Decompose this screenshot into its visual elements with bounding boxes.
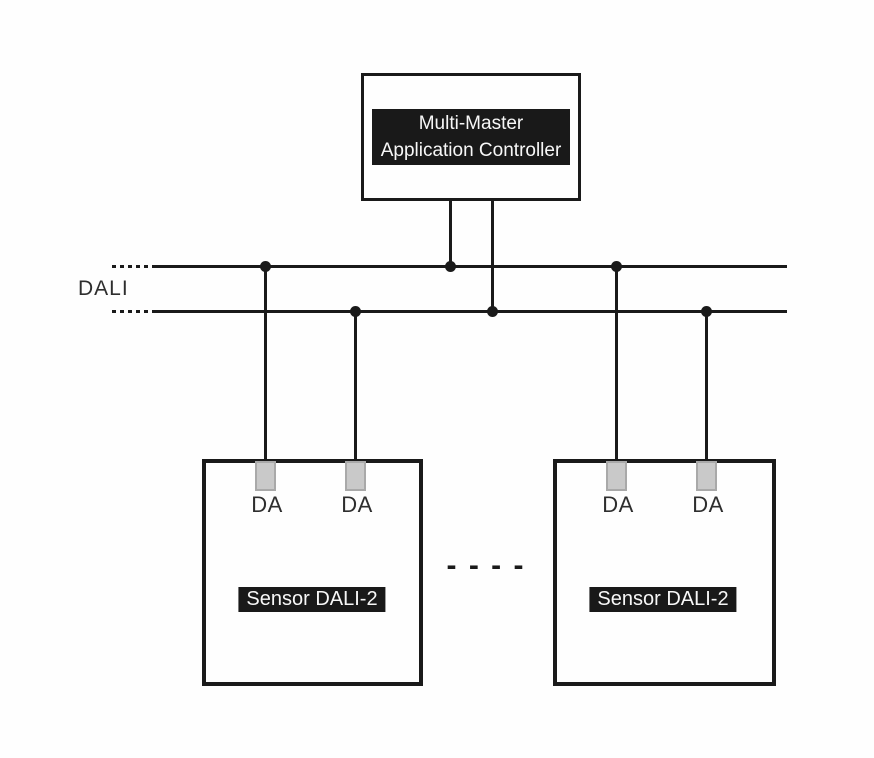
bus-top-line-dotted <box>112 265 156 268</box>
sensor2-wire-right <box>705 311 708 461</box>
sensor2-terminal-left <box>606 461 627 491</box>
controller-label-line1: Multi-Master <box>418 113 524 134</box>
sensor1-terminal-left-label: DA <box>251 492 283 517</box>
controller-wire-left <box>449 200 452 268</box>
sensor2-wire-left <box>615 266 618 461</box>
sensor2-terminal-right <box>696 461 717 491</box>
sensor1-terminal-right <box>345 461 366 491</box>
sensor1-wire-left <box>264 266 267 461</box>
sensor1-label: Sensor DALI-2 <box>238 587 386 612</box>
sensor1-box <box>202 459 423 686</box>
controller-box: Multi-Master Application Controller <box>361 73 581 201</box>
sensor2-label: Sensor DALI-2 <box>589 587 737 612</box>
controller-label: Multi-Master Application Controller <box>371 109 571 165</box>
bus-bottom-line <box>155 310 787 313</box>
sensor1-wire-right <box>354 311 357 461</box>
dali-bus-label: DALI <box>78 277 129 300</box>
sensor2-terminal-right-label: DA <box>692 492 724 517</box>
sensor1-terminal-right-label: DA <box>341 492 373 517</box>
sensor2-terminal-left-label: DA <box>602 492 634 517</box>
sensor2-box <box>553 459 776 686</box>
controller-label-line2: Application Controller <box>380 140 562 161</box>
sensor1-terminal-left <box>255 461 276 491</box>
junction-dot <box>445 261 456 272</box>
ellipsis-dashes: - - - - <box>446 549 526 582</box>
junction-dot <box>487 306 498 317</box>
controller-wire-right <box>491 200 494 313</box>
bus-top-line <box>155 265 787 268</box>
bus-bottom-line-dotted <box>112 310 156 313</box>
